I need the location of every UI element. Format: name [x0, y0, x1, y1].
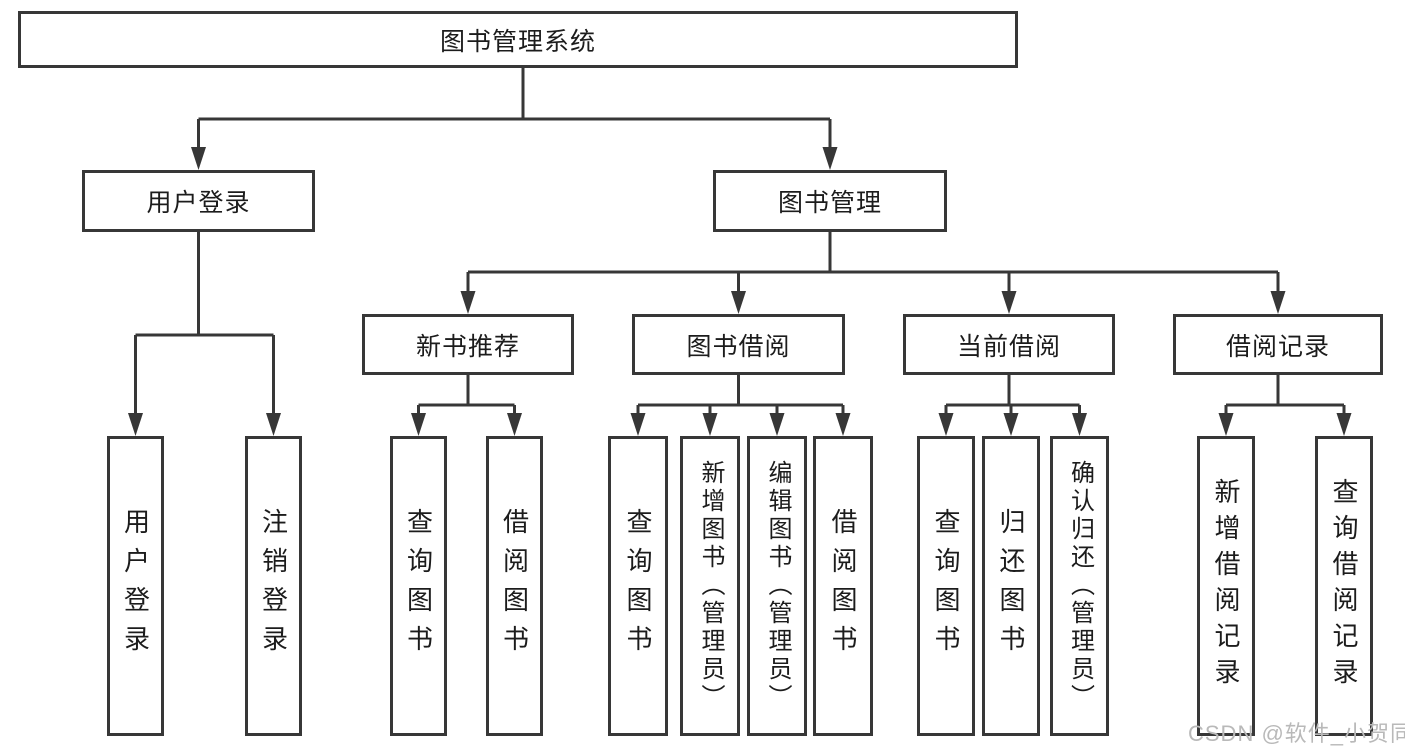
node-user-login: 用户登录	[82, 170, 315, 232]
node-new-book-recommendation: 新书推荐	[362, 314, 574, 375]
leaf-add-books-admin: 新增图书（管理员）	[680, 436, 740, 736]
leaf-label: 查询图书	[931, 508, 961, 664]
leaf-query-borrow-record: 查询借阅记录	[1315, 436, 1373, 736]
leaf-label: 注销登录	[258, 508, 289, 664]
leaf-label: 查询借阅记录	[1329, 478, 1359, 694]
csdn-watermark: CSDN @软件_小贺同学	[1188, 721, 1405, 746]
leaf-logout-login: 注销登录	[245, 436, 302, 736]
leaf-query-books-current: 查询图书	[917, 436, 975, 736]
node-book-management: 图书管理	[713, 170, 947, 232]
node-library-management-system: 图书管理系统	[18, 11, 1018, 68]
leaf-edit-books-admin: 编辑图书（管理员）	[747, 436, 807, 736]
leaf-label: 查询图书	[623, 508, 653, 664]
node-label: 用户登录	[146, 189, 251, 217]
leaf-label: 查询图书	[403, 508, 434, 664]
node-label: 借阅记录	[1225, 332, 1330, 361]
leaf-confirm-return-admin: 确认归还（管理员）	[1050, 436, 1109, 736]
node-label: 图书借阅	[686, 332, 791, 361]
leaf-query-books-borrowing: 查询图书	[608, 436, 668, 736]
leaf-query-books-recommend: 查询图书	[390, 436, 447, 736]
leaf-label: 借阅图书	[499, 508, 530, 664]
node-borrowing-records: 借阅记录	[1173, 314, 1383, 375]
leaf-user-login: 用户登录	[107, 436, 164, 736]
leaf-label: 新增图书（管理员）	[697, 460, 724, 712]
leaf-label: 编辑图书（管理员）	[764, 460, 791, 712]
leaf-label: 借阅图书	[828, 508, 858, 664]
leaf-return-books: 归还图书	[982, 436, 1040, 736]
node-label: 新书推荐	[415, 332, 520, 361]
leaf-label: 新增借阅记录	[1211, 478, 1241, 694]
leaf-label: 确认归还（管理员）	[1066, 460, 1094, 712]
node-label: 图书管理系统	[439, 27, 596, 56]
node-label: 图书管理	[777, 189, 882, 217]
leaf-borrow-books-recommend: 借阅图书	[486, 436, 543, 736]
leaf-borrow-books-borrowing: 借阅图书	[813, 436, 873, 736]
leaf-add-borrow-record: 新增借阅记录	[1197, 436, 1255, 736]
leaf-label: 归还图书	[996, 508, 1026, 664]
leaf-label: 用户登录	[120, 508, 151, 664]
node-label: 当前借阅	[956, 332, 1061, 361]
node-book-borrowing: 图书借阅	[632, 314, 845, 375]
node-current-borrowing: 当前借阅	[903, 314, 1115, 375]
